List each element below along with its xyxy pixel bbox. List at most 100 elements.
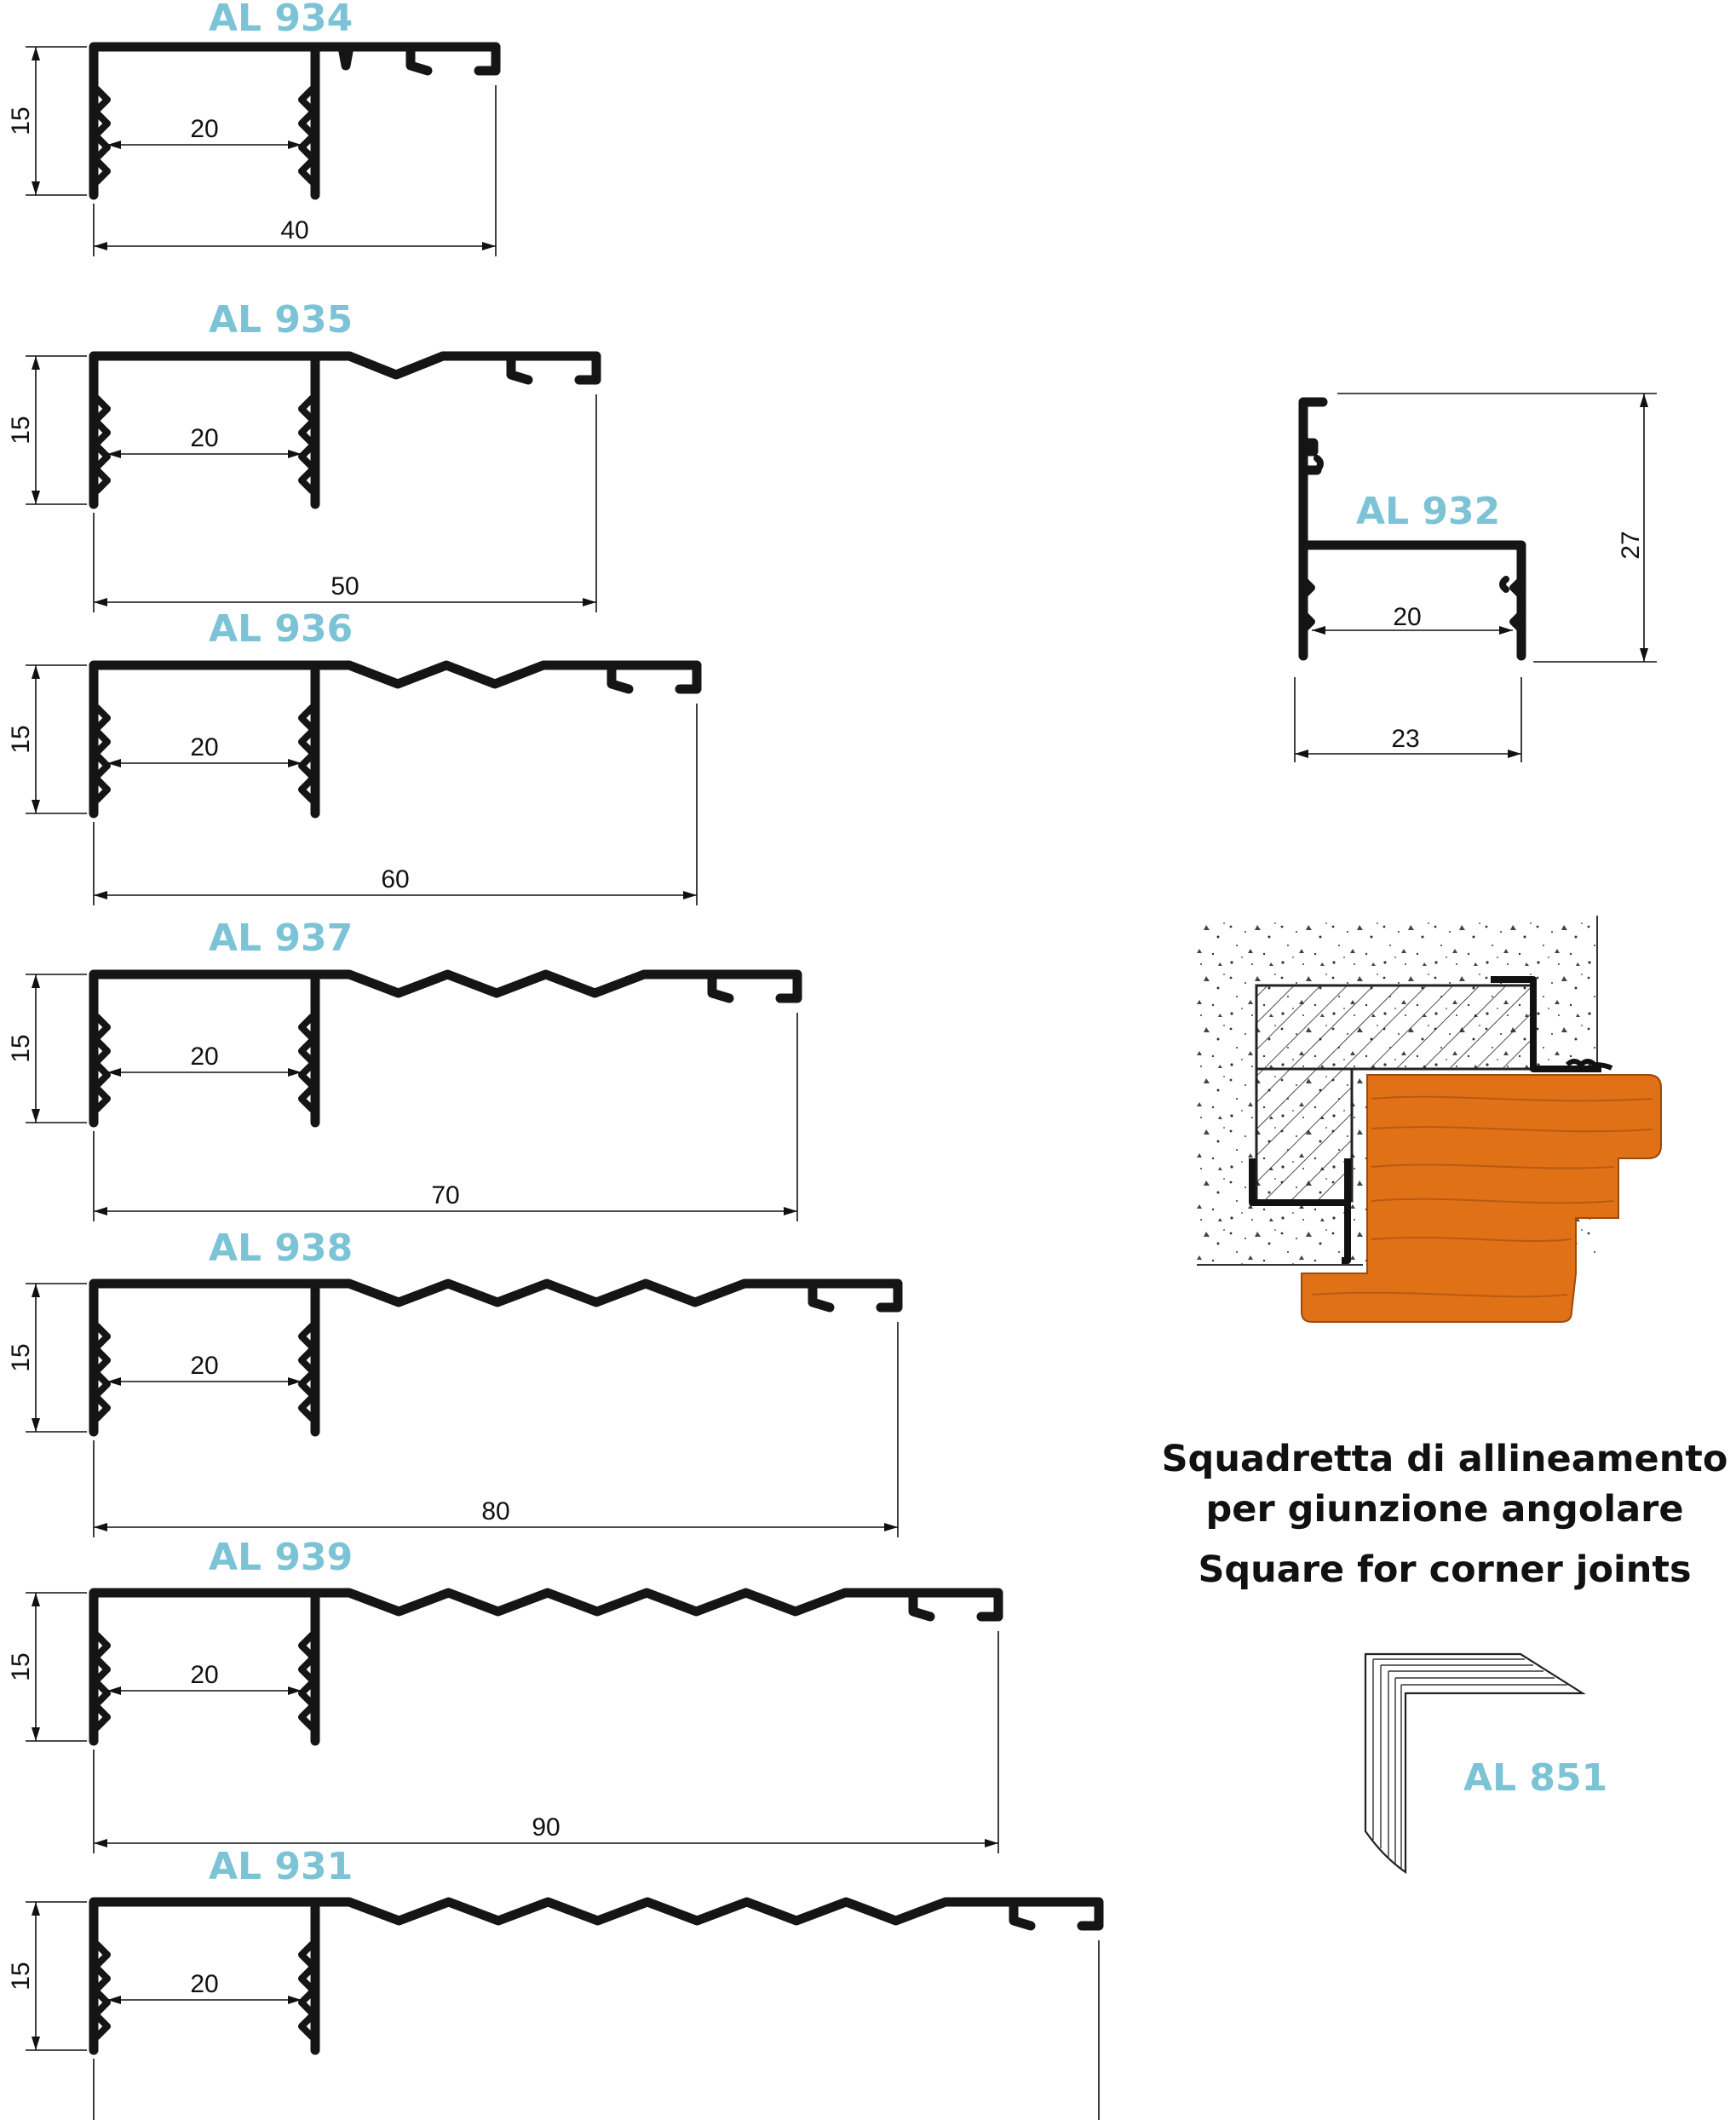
profile-series: AL 934 15 20 40 AL 935 15 20 50 AL 936 <box>7 0 1104 2120</box>
height-dimension <box>26 1592 87 1742</box>
height-dimension-label: 15 <box>7 1962 35 1990</box>
profile-outline <box>89 660 702 819</box>
leg-groove <box>298 467 315 494</box>
height-dimension-label: 15 <box>7 416 35 444</box>
height-dimension-label: 15 <box>7 725 35 753</box>
profile-code-label: AL 934 <box>209 0 353 40</box>
leg-groove <box>298 1680 315 1707</box>
profile-outline <box>89 351 601 509</box>
height-dimension <box>26 355 87 505</box>
leg-groove <box>298 1394 315 1422</box>
caption-block: Squadretta di allineamento per giunzione… <box>1162 1438 1728 1591</box>
inner-dimension <box>107 141 302 149</box>
leg-groove <box>94 1703 111 1731</box>
profile-al939: AL 939 15 20 90 <box>7 1536 1003 1853</box>
leg-groove <box>94 1989 111 2016</box>
height-dimension-label: 15 <box>7 1652 35 1680</box>
al932-outline <box>1298 397 1526 661</box>
leg-groove <box>298 1014 315 1041</box>
leg-groove <box>298 110 315 137</box>
leg-groove <box>94 1965 111 1992</box>
al932-grooves <box>1300 576 1525 634</box>
height-dimension <box>26 1901 87 2051</box>
leg-groove <box>298 395 315 422</box>
width-dimension-label: 80 <box>481 1497 509 1525</box>
inner-dimension-label: 20 <box>190 1352 218 1380</box>
profile-al937: AL 937 15 20 70 <box>7 916 802 1221</box>
profile-code-label: AL 935 <box>209 298 353 342</box>
leg-groove <box>298 1085 315 1112</box>
leg-groove <box>298 728 315 756</box>
leg-groove <box>298 704 315 732</box>
leg-groove <box>94 704 111 732</box>
leg-groove <box>298 1656 315 1683</box>
height-dimension <box>26 1283 87 1433</box>
leg-groove <box>298 419 315 446</box>
profile-grooves <box>94 704 315 803</box>
leg-groove <box>298 1347 315 1374</box>
leg-groove <box>94 1680 111 1707</box>
leg-groove <box>94 1394 111 1422</box>
inner-dimension-label: 20 <box>190 115 218 143</box>
leg-groove <box>94 1941 111 1968</box>
leg-groove <box>94 1061 111 1089</box>
profile-outline <box>89 1588 1003 1746</box>
width-dimension <box>93 1940 1100 2120</box>
width-dimension-label: 70 <box>431 1181 459 1209</box>
leg-groove <box>94 728 111 756</box>
profile-code-label: AL 937 <box>209 916 353 960</box>
leg-groove <box>94 419 111 446</box>
profile-al931: AL 931 15 20 100 <box>7 1845 1104 2120</box>
al851-code-label: AL 851 <box>1463 1756 1607 1800</box>
leg-groove <box>94 1085 111 1112</box>
wood-grain <box>1311 1095 1653 1298</box>
leg-groove <box>94 395 111 422</box>
width-dimension-label: 90 <box>532 1813 560 1841</box>
al851-lines <box>1372 1658 1567 1869</box>
installed-profile-clip <box>1565 1059 1613 1071</box>
height-dimension <box>26 974 87 1123</box>
leg-groove <box>298 1370 315 1398</box>
profile-al934: AL 934 15 20 40 <box>7 0 501 256</box>
al932-width-label: 23 <box>1391 725 1419 753</box>
leg-groove <box>94 1037 111 1065</box>
leg-groove <box>298 776 315 803</box>
leg-groove <box>298 1037 315 1065</box>
leg-groove <box>298 158 315 185</box>
profile-code-label: AL 938 <box>209 1227 353 1270</box>
caption-line-2: per giunzione angolare <box>1206 1488 1684 1531</box>
inner-dimension-label: 20 <box>190 1970 218 1998</box>
leg-groove <box>298 1941 315 1968</box>
leg-groove <box>94 1632 111 1659</box>
leg-groove <box>94 443 111 470</box>
inner-dimension <box>107 1686 302 1695</box>
al932-inner-label: 20 <box>1393 603 1421 631</box>
leg-groove <box>94 1014 111 1041</box>
leg-groove <box>298 1965 315 1992</box>
profile-outline <box>89 1278 903 1437</box>
leg-groove <box>298 443 315 470</box>
leg-groove <box>298 1061 315 1089</box>
inner-dimension <box>107 759 302 767</box>
leg-groove <box>94 1656 111 1683</box>
profile-code-label: AL 931 <box>209 1845 353 1888</box>
profile-grooves <box>94 86 315 185</box>
profile-outline <box>89 969 802 1128</box>
caption-line-1: Squadretta di allineamento <box>1162 1438 1728 1480</box>
leg-groove <box>94 1323 111 1350</box>
width-dimension <box>93 1322 899 1537</box>
profile-outline <box>89 1897 1104 2055</box>
height-dimension-label: 15 <box>7 1034 35 1062</box>
profile-grooves <box>94 1941 315 2040</box>
profile-code-label: AL 939 <box>209 1536 353 1579</box>
width-dimension <box>93 1013 798 1221</box>
caption-line-3: Square for corner joints <box>1198 1548 1691 1591</box>
profile-grooves <box>94 1632 315 1731</box>
leg-groove <box>298 1323 315 1350</box>
inner-dimension-label: 20 <box>190 1661 218 1689</box>
leg-groove <box>298 1703 315 1731</box>
profile-al936: AL 936 15 20 60 <box>7 607 702 905</box>
al851-corner-square: AL 851 <box>1364 1652 1607 1875</box>
installed-profile <box>1249 976 1601 1264</box>
